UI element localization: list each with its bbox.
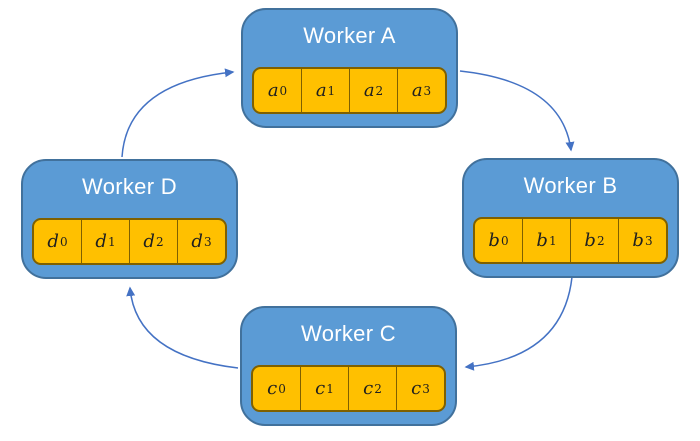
cell-label: b (536, 230, 548, 251)
cell-label: d (191, 231, 203, 252)
cell-label: d (95, 231, 107, 252)
cell-label: d (143, 231, 155, 252)
cell-label: a (411, 80, 423, 101)
cell-label: d (47, 231, 59, 252)
worker-c-title: Worker C (301, 321, 396, 346)
arrow-worker-a-to-worker-b (459, 70, 575, 152)
cell-label: c (267, 378, 278, 399)
cell-label: c (411, 378, 422, 399)
cell-label: c (315, 378, 326, 399)
arrow-worker-c-to-worker-d (126, 286, 239, 369)
cell-label: c (363, 378, 374, 399)
worker-a-title: Worker A (303, 23, 396, 48)
arrow-worker-d-to-worker-a (121, 68, 235, 158)
cell-label: a (363, 80, 375, 101)
cell-label: a (267, 80, 279, 101)
cell-label: a (315, 80, 327, 101)
worker-b-title: Worker B (523, 173, 618, 198)
arrow-worker-b-to-worker-c (464, 276, 573, 371)
cell-label: b (488, 230, 500, 251)
cell-label: b (584, 230, 596, 251)
cell-label: b (632, 230, 644, 251)
worker-d-title: Worker D (82, 174, 177, 199)
